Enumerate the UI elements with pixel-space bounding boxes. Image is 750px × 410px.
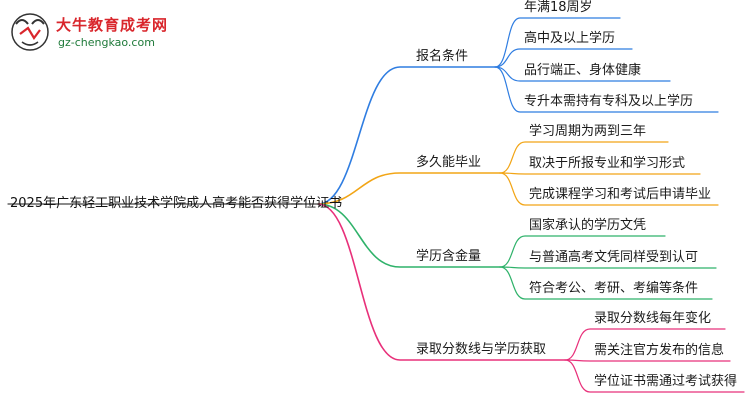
branch-label: 录取分数线与学历获取 — [416, 342, 547, 357]
leaf-connector — [494, 66, 719, 113]
leaf-connector — [499, 141, 669, 174]
branch-connector — [317, 203, 566, 361]
leaf-label: 年满18周岁 — [524, 0, 593, 15]
leaf-connector — [564, 359, 731, 362]
branch-connector — [317, 66, 496, 205]
leaf-connector — [499, 266, 713, 300]
leaf-label: 取决于所报专业和学习形式 — [529, 156, 686, 171]
branch-label: 多久能毕业 — [416, 155, 482, 170]
site-logo: 大牛教育成考网 gz-chengkao.com — [8, 12, 248, 52]
leaf-label: 国家承认的学历文凭 — [529, 218, 647, 233]
leaf-label: 学位证书需通过考试获得 — [594, 374, 738, 389]
leaf-connector — [564, 328, 726, 361]
branch-connector — [317, 172, 501, 205]
logo-url: gz-chengkao.com — [58, 36, 155, 49]
leaf-connector — [499, 172, 701, 175]
leaf-label: 品行端正、身体健康 — [524, 63, 642, 78]
leaf-label: 学习周期为两到三年 — [529, 124, 647, 139]
branch-connector — [317, 203, 501, 268]
leaf-connector — [564, 359, 745, 393]
leaf-label: 高中及以上学历 — [524, 31, 616, 46]
leaf-label: 专升本需持有专科及以上学历 — [524, 94, 694, 109]
mindmap-root: 2025年广东轻工职业技术学院成人高考能否获得学位证书 — [10, 196, 343, 211]
leaf-connector — [499, 266, 717, 269]
leaf-connector — [494, 66, 671, 82]
leaf-label: 需关注官方发布的信息 — [594, 343, 725, 358]
leaf-label: 符合考公、考研、考编等条件 — [529, 281, 699, 296]
leaf-connector — [494, 17, 621, 68]
leaf-label: 录取分数线每年变化 — [594, 311, 712, 326]
leaf-label: 完成课程学习和考试后申请毕业 — [529, 187, 712, 202]
branch-label: 学历含金量 — [416, 249, 482, 264]
bull-logo-icon — [11, 13, 49, 51]
leaf-connector — [494, 48, 633, 68]
logo-title: 大牛教育成考网 — [56, 16, 169, 34]
leaf-label: 与普通高考文凭同样受到认可 — [529, 250, 699, 265]
branch-label: 报名条件 — [416, 49, 469, 64]
leaf-connector — [499, 172, 719, 206]
leaf-connector — [499, 235, 666, 268]
